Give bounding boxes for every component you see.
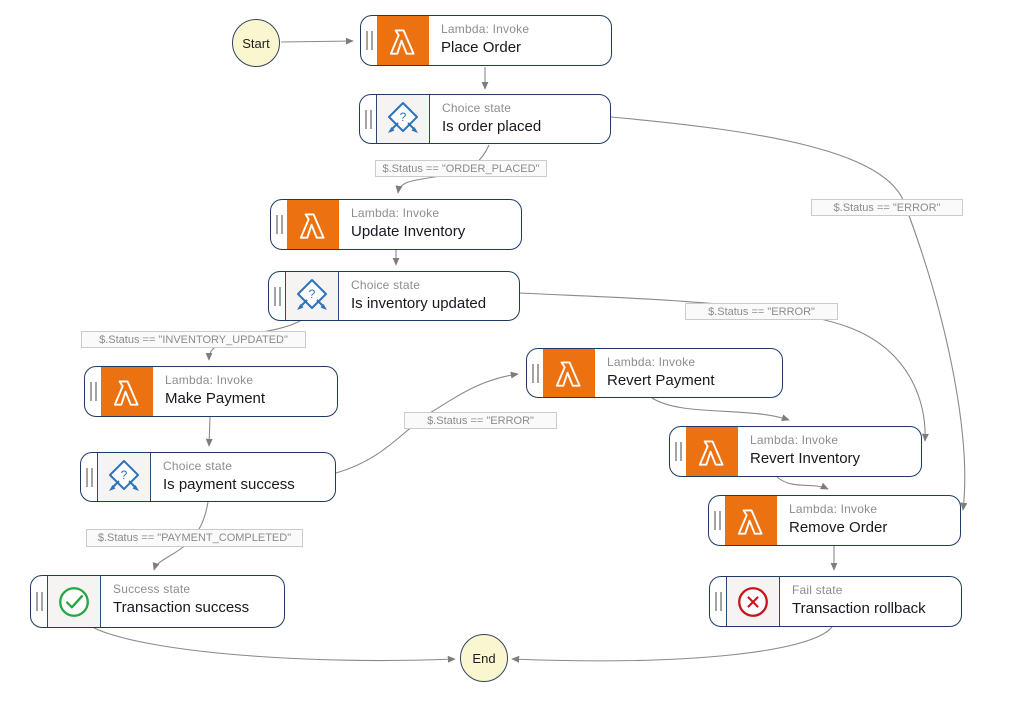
state-type: Success state xyxy=(113,582,191,596)
state-make-payment[interactable]: Lambda: Invoke Make Payment xyxy=(84,366,338,417)
edge-revert-payment-to-revert-inventory xyxy=(651,397,790,422)
edge-condition-label-order-placed: $.Status == "ORDER_PLACED" xyxy=(375,160,547,177)
svg-text:?: ? xyxy=(400,110,407,124)
state-label: Remove Order xyxy=(789,519,888,536)
state-label: Transaction success xyxy=(113,599,250,616)
drag-handle[interactable] xyxy=(269,272,285,320)
state-remove-order[interactable]: Lambda: Invoke Remove Order xyxy=(708,495,961,546)
edge-revert-inventory-to-remove-order xyxy=(776,476,829,490)
state-text: Lambda: Invoke Make Payment xyxy=(153,367,337,416)
state-transaction-success[interactable]: Success state Transaction success xyxy=(30,575,285,628)
lambda-icon xyxy=(101,367,153,416)
state-revert-inventory[interactable]: Lambda: Invoke Revert Inventory xyxy=(669,426,922,477)
lambda-icon xyxy=(377,16,429,65)
end-label: End xyxy=(472,650,496,666)
state-label: Update Inventory xyxy=(351,223,466,240)
state-is-payment-success[interactable]: ? Choice state Is payment success xyxy=(80,452,336,502)
state-type: Lambda: Invoke xyxy=(165,373,254,387)
edge-condition-label-error-left: $.Status == "ERROR" xyxy=(404,412,557,429)
state-transaction-rollback[interactable]: Fail state Transaction rollback xyxy=(709,576,962,627)
state-text: Lambda: Invoke Place Order xyxy=(429,16,611,65)
state-label: Place Order xyxy=(441,39,522,56)
edge-condition-label-inventory-updated: $.Status == "INVENTORY_UPDATED" xyxy=(81,331,306,348)
state-label: Transaction rollback xyxy=(792,600,926,617)
state-label: Is payment success xyxy=(163,476,295,493)
state-revert-payment[interactable]: Lambda: Invoke Revert Payment xyxy=(526,348,783,398)
state-text: Choice state Is inventory updated xyxy=(339,272,519,320)
end-node: End xyxy=(460,634,508,682)
state-type: Choice state xyxy=(351,278,421,292)
edge-success-to-end xyxy=(93,627,456,663)
lambda-icon xyxy=(686,427,738,476)
state-type: Choice state xyxy=(442,101,512,115)
state-update-inventory[interactable]: Lambda: Invoke Update Inventory xyxy=(270,199,522,250)
state-type: Lambda: Invoke xyxy=(750,433,839,447)
edge-condition-label-error-mid: $.Status == "ERROR" xyxy=(685,303,838,320)
state-text: Choice state Is payment success xyxy=(151,453,335,501)
drag-handle[interactable] xyxy=(81,453,97,501)
state-label: Is inventory updated xyxy=(351,295,487,312)
svg-text:?: ? xyxy=(309,287,316,301)
state-label: Revert Payment xyxy=(607,372,715,389)
lambda-icon xyxy=(287,200,339,249)
drag-handle[interactable] xyxy=(527,349,543,397)
state-text: Lambda: Invoke Remove Order xyxy=(777,496,960,545)
choice-icon: ? xyxy=(285,272,339,320)
edge-fail-to-end xyxy=(511,626,833,663)
drag-handle[interactable] xyxy=(271,200,287,249)
edge-condition-label-error-top: $.Status == "ERROR" xyxy=(811,199,963,216)
choice-icon: ? xyxy=(376,95,430,143)
state-text: Fail state Transaction rollback xyxy=(780,577,961,626)
drag-handle[interactable] xyxy=(670,427,686,476)
state-label: Is order placed xyxy=(442,118,542,135)
choice-icon: ? xyxy=(97,453,151,501)
fail-icon xyxy=(726,577,780,626)
drag-handle[interactable] xyxy=(361,16,377,65)
drag-handle[interactable] xyxy=(710,577,726,626)
state-place-order[interactable]: Lambda: Invoke Place Order xyxy=(360,15,612,66)
state-type: Lambda: Invoke xyxy=(441,22,530,36)
edge-make-payment-to-is-payment-success xyxy=(205,416,213,447)
state-type: Fail state xyxy=(792,583,843,597)
success-icon xyxy=(47,576,101,627)
state-type: Lambda: Invoke xyxy=(607,355,696,369)
edge-condition-label-payment-completed: $.Status == "PAYMENT_COMPLETED" xyxy=(86,529,303,547)
svg-text:?: ? xyxy=(121,468,128,482)
state-type: Choice state xyxy=(163,459,233,473)
start-node: Start xyxy=(232,19,280,67)
state-text: Success state Transaction success xyxy=(101,576,284,627)
state-label: Make Payment xyxy=(165,390,266,407)
state-text: Lambda: Invoke Revert Inventory xyxy=(738,427,921,476)
state-is-order-placed[interactable]: ? Choice state Is order placed xyxy=(359,94,611,144)
drag-handle[interactable] xyxy=(360,95,376,143)
drag-handle[interactable] xyxy=(709,496,725,545)
drag-handle[interactable] xyxy=(31,576,47,627)
lambda-icon xyxy=(543,349,595,397)
lambda-icon xyxy=(725,496,777,545)
start-label: Start xyxy=(242,35,270,51)
state-label: Revert Inventory xyxy=(750,450,861,467)
edge-start-to-place-order xyxy=(280,37,354,45)
drag-handle[interactable] xyxy=(85,367,101,416)
state-text: Lambda: Invoke Update Inventory xyxy=(339,200,521,249)
state-is-inventory-updated[interactable]: ? Choice state Is inventory updated xyxy=(268,271,520,321)
state-type: Lambda: Invoke xyxy=(789,502,878,516)
state-text: Lambda: Invoke Revert Payment xyxy=(595,349,782,397)
state-text: Choice state Is order placed xyxy=(430,95,610,143)
state-type: Lambda: Invoke xyxy=(351,206,440,220)
